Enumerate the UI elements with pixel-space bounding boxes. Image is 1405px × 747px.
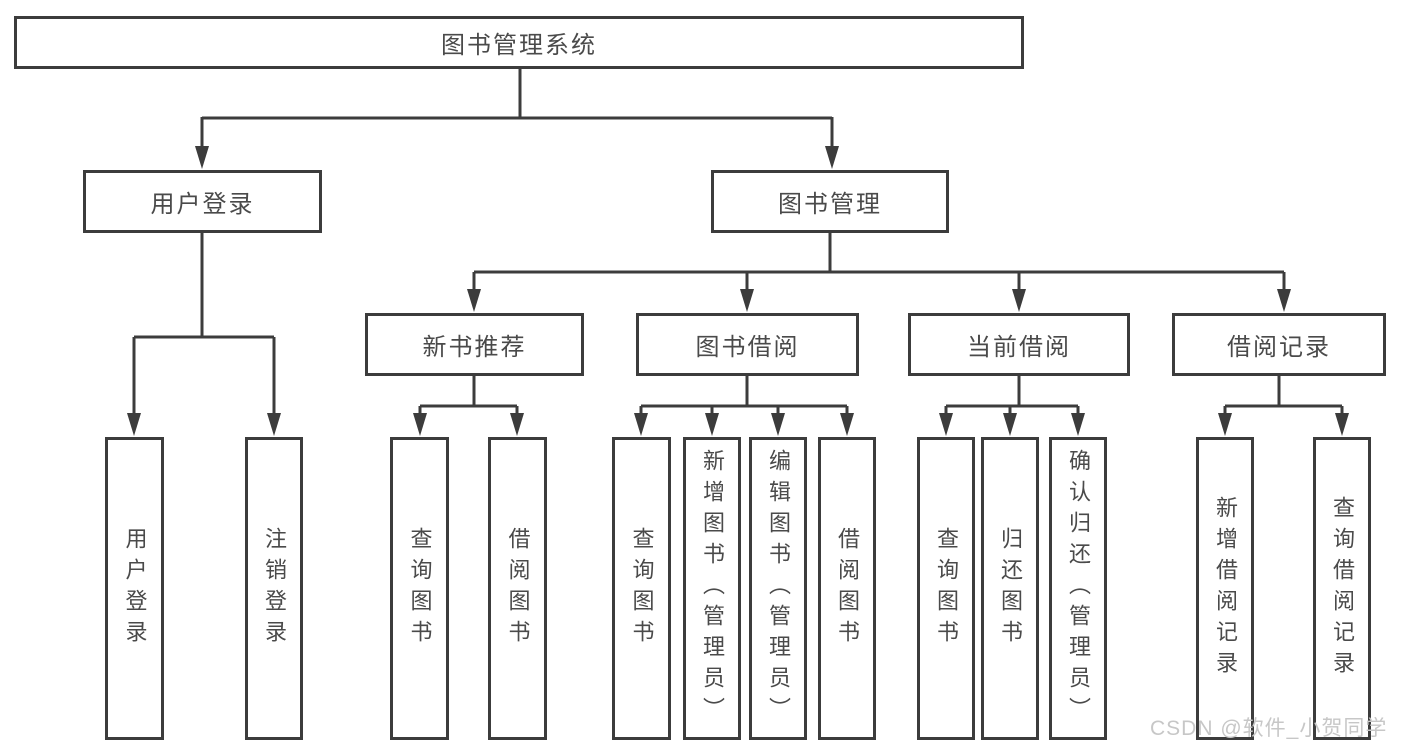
leaf-br-add-record-label: 新增借阅记录 [1213,495,1238,682]
node-book-management-label: 图书管理 [778,191,882,218]
leaf-cb-query-book: 查询图书 [917,437,975,740]
node-root: 图书管理系统 [14,16,1024,69]
leaf-nb-borrow-book-label: 借阅图书 [505,526,531,651]
leaf-cb-query-book-label: 查询图书 [934,526,959,651]
node-new-book-recommend-label: 新书推荐 [422,334,527,361]
node-borrow-records-label: 借阅记录 [1227,334,1331,361]
node-book-borrow: 图书借阅 [636,313,859,376]
node-new-book-recommend: 新书推荐 [365,313,584,376]
arrowheads [127,146,1349,436]
node-book-management: 图书管理 [711,170,949,233]
node-user-login-label: 用户登录 [150,191,255,218]
leaf-bb-borrow-book-label: 借阅图书 [835,526,860,651]
leaf-br-add-record: 新增借阅记录 [1196,437,1254,740]
leaf-br-query-record-label: 查询借阅记录 [1330,495,1355,682]
node-borrow-records: 借阅记录 [1172,313,1386,376]
leaf-cb-return-book-label: 归还图书 [998,526,1023,651]
leaf-logout-login-label: 注销登录 [262,526,287,651]
leaf-nb-query-book: 查询图书 [390,437,449,740]
leaf-bb-query-book: 查询图书 [612,437,671,740]
node-user-login: 用户登录 [83,170,322,233]
leaf-logout-login: 注销登录 [245,437,303,740]
leaf-bb-add-book-admin-label: 新增图书（管理员） [700,449,725,728]
leaf-user-login-label: 用户登录 [122,526,148,651]
leaf-bb-borrow-book: 借阅图书 [818,437,876,740]
leaf-bb-edit-book-admin-label: 编辑图书（管理员） [766,449,791,728]
node-current-borrow-label: 当前借阅 [967,334,1071,361]
leaf-cb-return-book: 归还图书 [981,437,1039,740]
leaf-bb-edit-book-admin: 编辑图书（管理员） [749,437,807,740]
leaf-cb-confirm-return-admin: 确认归还（管理员） [1049,437,1107,740]
csdn-watermark-text: CSDN @软件_小贺同学 [1150,717,1388,740]
csdn-watermark: CSDN @软件_小贺同学 [1150,712,1387,742]
node-root-label: 图书管理系统 [441,32,597,59]
leaf-nb-query-book-label: 查询图书 [407,526,433,651]
node-current-borrow: 当前借阅 [908,313,1130,376]
leaf-cb-confirm-return-admin-label: 确认归还（管理员） [1066,449,1091,728]
leaf-user-login: 用户登录 [105,437,164,740]
tree-edges [132,69,1344,418]
leaf-bb-query-book-label: 查询图书 [629,526,655,651]
node-book-borrow-label: 图书借阅 [695,334,800,361]
leaf-br-query-record: 查询借阅记录 [1313,437,1371,740]
leaf-bb-add-book-admin: 新增图书（管理员） [683,437,741,740]
leaf-nb-borrow-book: 借阅图书 [488,437,547,740]
